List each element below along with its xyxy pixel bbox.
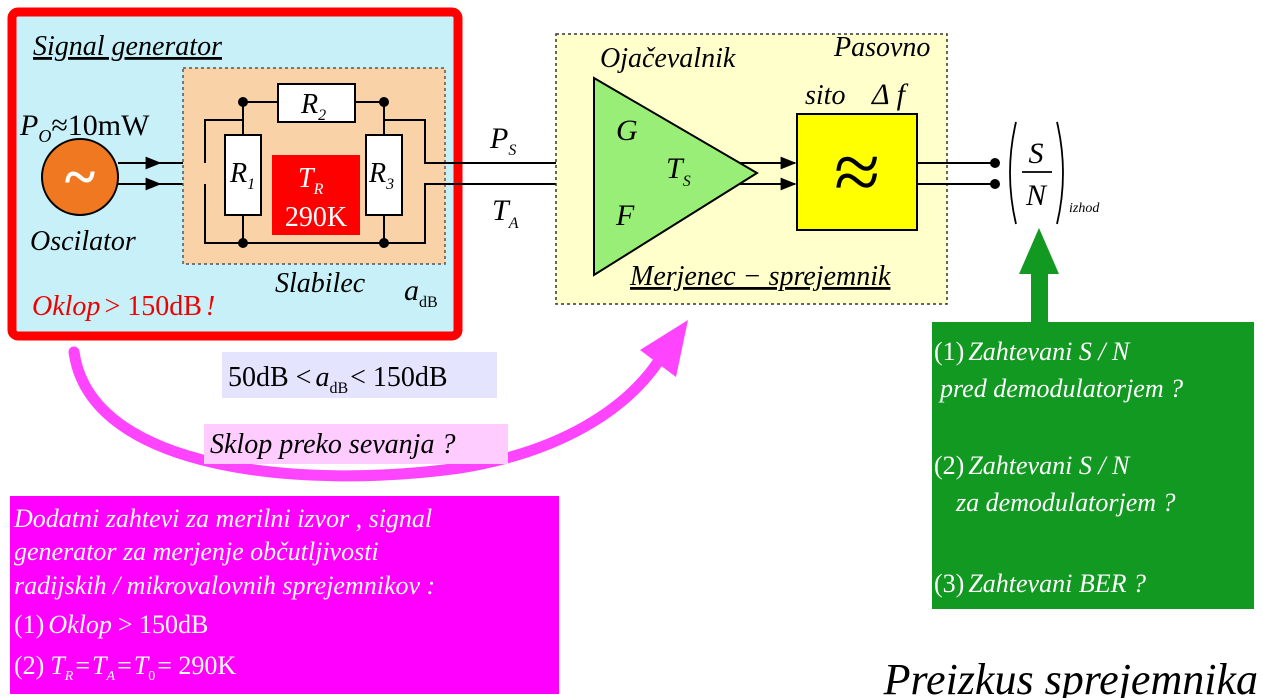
r1-label: R1 xyxy=(229,158,255,193)
oscillator-circle xyxy=(41,138,119,216)
shield-label: Oklop> 150dB! xyxy=(32,291,215,322)
sn-requirements: (1)Zahtevani S / N pred demodulatorjem ?… xyxy=(932,322,1254,609)
q3-line1: (3)Zahtevani BER ? xyxy=(934,569,1146,598)
generator-title: Signal generator xyxy=(33,31,222,62)
ta-label: TA xyxy=(492,194,519,232)
attenuator-name: Slabilec xyxy=(275,268,366,299)
temperature-label: TR xyxy=(298,163,324,198)
r2-label: R2 xyxy=(300,89,326,124)
radiation-arrow-path xyxy=(68,346,664,482)
filter-bandwidth: Δ f xyxy=(871,78,909,111)
amplifier-title: Ojačevalnik xyxy=(600,43,736,74)
q2-line2: za demodulatorjem ? xyxy=(955,488,1176,517)
sevanje-label-bg xyxy=(204,424,508,464)
oscillator-label: Oscilator xyxy=(30,226,136,257)
temperature-value: 290K xyxy=(285,202,347,233)
attenuator: R2 R1 R3 TR 290K Slabilec adB xyxy=(182,67,460,311)
filter-title-1: Pasovno xyxy=(833,32,930,63)
resistor-r3 xyxy=(365,134,403,216)
q2-line1: (2)Zahtevani S / N xyxy=(934,451,1131,480)
requirements-box xyxy=(10,496,559,694)
sn-arrow-shaft xyxy=(1031,272,1048,334)
range-label-bg xyxy=(222,352,497,398)
req-line3: radijskih / mikrovalovnih sprejemnikov : xyxy=(14,571,435,600)
amplifier-noise-figure: F xyxy=(615,199,635,232)
oscillator-tilde-icon: ~ xyxy=(65,144,95,209)
paren-right xyxy=(1056,121,1064,225)
output-snr: S N izhod xyxy=(917,121,1100,334)
attenuation-symbol: adB xyxy=(404,274,438,311)
req-line2: generator za merjenje občutljivosti xyxy=(14,537,379,566)
req-item2: (2)TR=TA=T0= 290K xyxy=(14,651,236,684)
junction-dot xyxy=(379,238,389,248)
slide-title: Preizkus sprejemnika xyxy=(883,655,1258,698)
power-label: PO≈10mW xyxy=(19,109,150,146)
bandpass-filter xyxy=(796,113,918,231)
q1-line2: pred demodulatorjem ? xyxy=(938,374,1183,403)
radiation-coupling: Sklop preko sevanja ? xyxy=(68,320,688,482)
radiation-arrow-head xyxy=(640,320,688,377)
filter-title-2: sito xyxy=(805,80,845,111)
sevanje-label: Sklop preko sevanja ? xyxy=(210,429,455,460)
range-label: 50dB <adB< 150dB xyxy=(228,362,448,397)
resistor-r2 xyxy=(277,83,356,123)
q1-line1: (1)Zahtevani S / N xyxy=(934,337,1131,366)
output-terminal-top xyxy=(990,158,1000,168)
source-requirements: Dodatni zahtevi za merilni izvor , signa… xyxy=(10,496,559,694)
req-item1: (1)Oklop> 150dB xyxy=(14,610,208,639)
snr-numerator: S xyxy=(1029,137,1044,170)
receiver-under-test: Ojačevalnik G F TS Pasovno sito Δ f ≈ Me… xyxy=(555,32,948,305)
attenuator-wire-bottom xyxy=(204,183,460,244)
ps-label: PS xyxy=(489,122,516,159)
amplifier-triangle xyxy=(593,76,759,277)
snr-denominator: N xyxy=(1025,179,1048,212)
receiver-caption: Merjenec − sprejemnik xyxy=(629,261,891,292)
sn-box xyxy=(932,322,1254,609)
junction-dot xyxy=(238,238,248,248)
resistor-r1 xyxy=(224,134,262,216)
temperature-box xyxy=(272,155,360,235)
amplifier-gain: G xyxy=(616,114,638,147)
sn-arrow-head xyxy=(1019,228,1059,274)
junction-dot xyxy=(379,97,389,107)
attenuation-range: 50dB <adB< 150dB xyxy=(222,352,497,398)
filter-approx-icon: ≈ xyxy=(834,126,880,219)
r3-label: R3 xyxy=(368,158,394,193)
output-terminal-bottom xyxy=(990,179,1000,189)
junction-dot xyxy=(238,97,248,107)
req-line1: Dodatni zahtevi za merilni izvor , signa… xyxy=(13,504,432,533)
snr-subscript: izhod xyxy=(1069,201,1100,216)
paren-left xyxy=(1009,121,1017,225)
amplifier-temperature: TS xyxy=(666,152,691,190)
